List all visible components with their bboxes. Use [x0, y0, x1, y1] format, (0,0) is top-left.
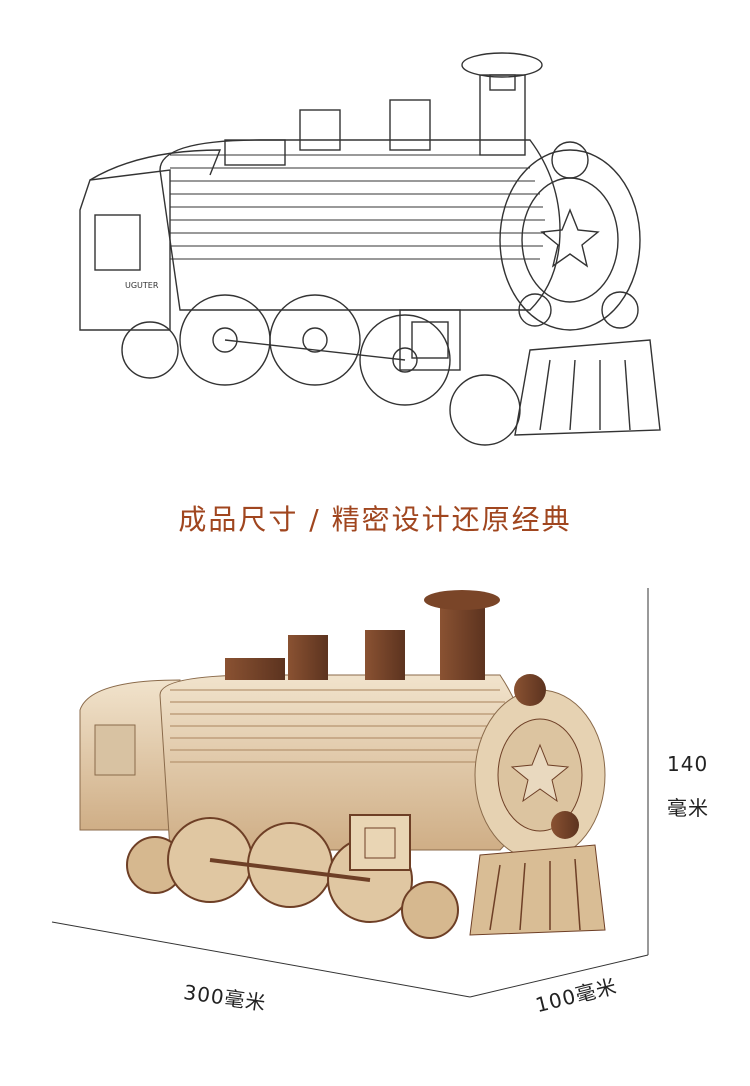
section-heading: 成品尺寸 / 精密设计还原经典 [178, 503, 572, 536]
height-value: 140 [667, 752, 709, 776]
height-unit: 毫米 [667, 796, 709, 820]
logo-text: UGUTER [125, 281, 159, 290]
wooden-locomotive-model [79, 590, 606, 939]
locomotive-line-drawing: UGUTER [79, 52, 661, 446]
